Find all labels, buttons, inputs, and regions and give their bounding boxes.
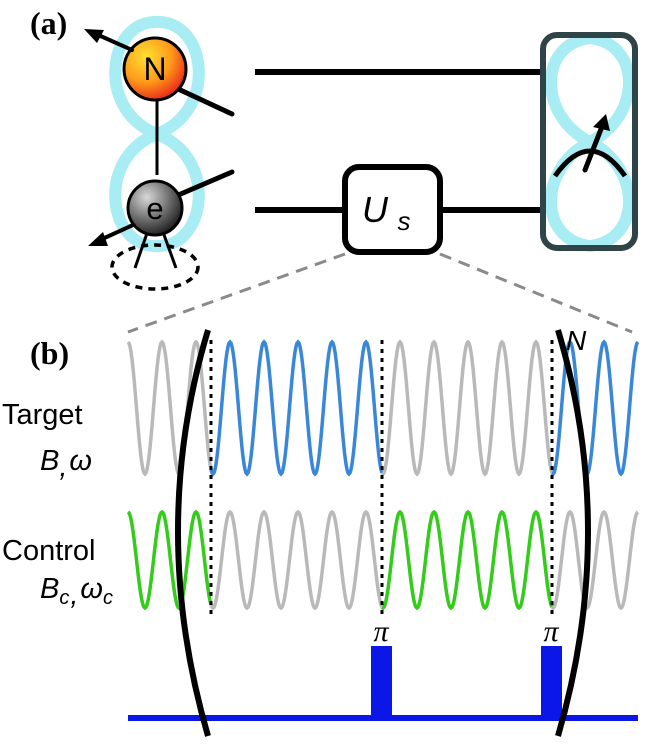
nucleus-spin-arrow (94, 32, 134, 52)
electron-spin: e (88, 169, 235, 291)
control-wave-off-2 (550, 509, 640, 611)
pulse-sequence (128, 646, 638, 721)
repeat-bracket-right (555, 329, 591, 737)
panel-a-label: (a) (30, 5, 67, 41)
electron-label: e (146, 191, 163, 226)
pi-pulse-1 (371, 646, 392, 718)
panel-b-label: (b) (30, 335, 69, 371)
us-gate: U s (342, 164, 443, 255)
zoom-line-left (127, 252, 346, 334)
repeat-count-label: N (566, 325, 587, 356)
target-label: Target (2, 399, 83, 431)
target-wave-off-1 (126, 339, 213, 477)
nucleus-spin: N (84, 29, 235, 175)
pi-pulse-2 (541, 646, 562, 718)
target-wave-on-1 (209, 339, 384, 477)
electron-precession-cone (110, 243, 200, 291)
pi-label-2: π (543, 615, 559, 648)
target-wave-off-2 (380, 339, 554, 477)
us-gate-subscript: s (398, 206, 411, 236)
control-label: Control (2, 535, 96, 567)
control-wave-on-1 (126, 509, 213, 611)
pi-label-1: π (373, 615, 389, 648)
electron-arrowhead-icon (88, 232, 108, 246)
us-gate-label: U (362, 189, 389, 230)
target-params: B,ω (40, 445, 92, 483)
switch-markers (209, 340, 554, 615)
measurement-box (540, 31, 638, 253)
zoom-line-right (439, 252, 633, 334)
control-wave-off-1 (209, 509, 384, 611)
nucleus-arrowhead-icon (84, 29, 104, 43)
control-wave-on-2 (380, 509, 554, 611)
repeat-bracket-left (175, 329, 211, 737)
electron-spin-arrow (98, 223, 135, 242)
nucleus-label: N (143, 51, 166, 87)
control-params: Bc,ωc (40, 573, 113, 611)
